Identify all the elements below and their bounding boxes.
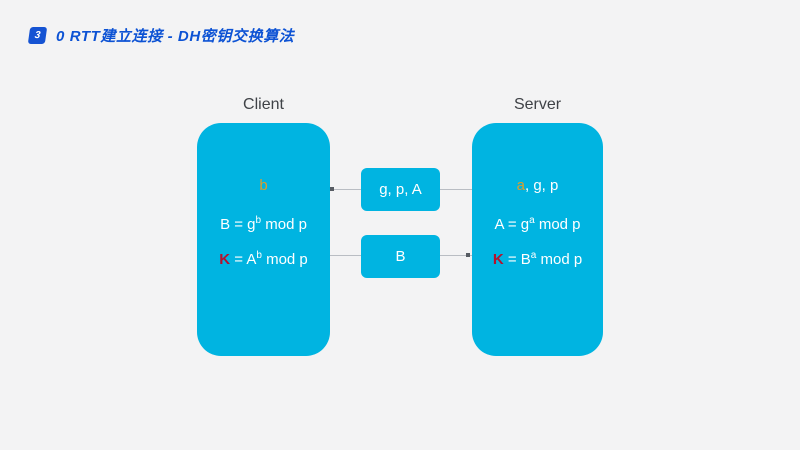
arrowhead-to-server [466,253,470,257]
server-label: Server [513,96,562,113]
client-public-formula: B = gb mod p [197,203,330,238]
slide-title: 0 RTT建立连接 - DH密钥交换算法 [56,28,295,45]
client-secret: b [259,177,268,194]
server-secret-row: a, g, p [472,168,603,203]
server-secret-rest: , g, p [524,177,559,194]
message-label: B [395,248,406,265]
client-key-formula: K = Ab mod p [197,238,330,273]
slide-header: 3 0 RTT建立连接 - DH密钥交换算法 [27,25,295,46]
formula-superscript: a [529,215,535,226]
formula-text: mod p [261,251,308,268]
message-box-b: B [361,235,440,278]
formula-text: = B [503,251,531,268]
connector-line [440,255,472,256]
client-rows: b B = gb mod p K = Ab mod p [197,168,330,273]
formula-text: mod p [536,251,583,268]
formula-text: = A [230,251,257,268]
server-rows: a, g, p A = ga mod p K = Ba mod p [472,168,603,273]
formula-text: mod p [534,216,581,233]
connector-line [330,255,361,256]
formula-superscript: b [255,215,262,226]
message-box-gpa: g, p, A [361,168,440,211]
key-symbol: K [219,251,231,268]
formula-text: B = g [220,216,256,233]
client-label: Client [243,96,284,113]
server-secret: a [516,177,525,194]
formula-superscript: a [530,250,537,261]
server-box: a, g, p A = ga mod p K = Ba mod p [472,123,603,356]
formula-text: A = g [494,216,530,233]
server-public-formula: A = ga mod p [472,203,603,238]
connector-line [330,189,361,190]
connector-line [440,189,472,190]
server-key-formula: K = Ba mod p [472,238,603,273]
formula-text: mod p [261,216,307,233]
formula-superscript: b [256,250,262,261]
arrowhead-to-client [330,187,334,191]
section-number-badge: 3 [27,27,48,44]
client-secret-row: b [197,168,330,203]
message-label: g, p, A [379,181,422,198]
key-symbol: K [492,251,504,268]
client-box: b B = gb mod p K = Ab mod p [197,123,330,356]
